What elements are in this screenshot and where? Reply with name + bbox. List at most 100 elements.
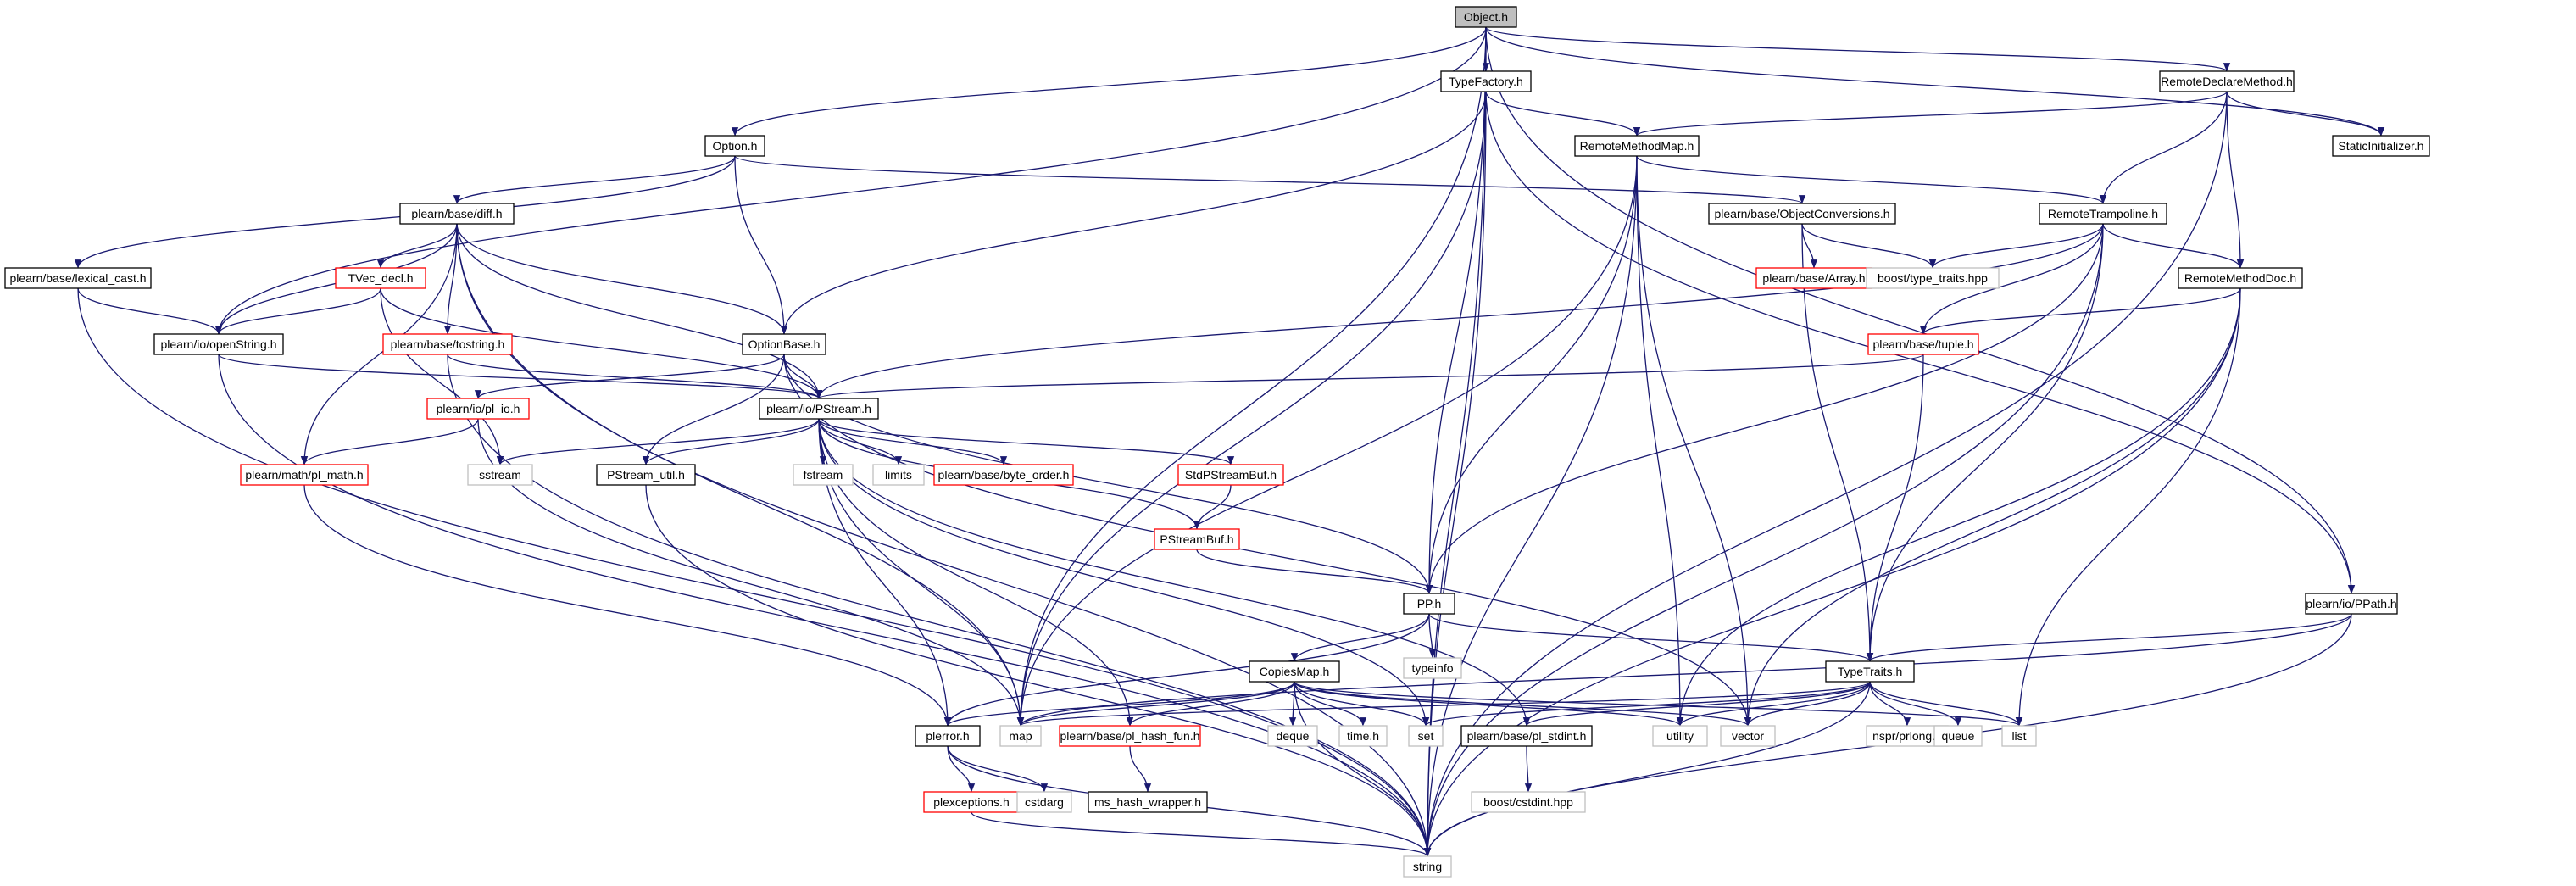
node-label: nspr/prlong.h: [1872, 729, 1942, 743]
node-copiesmap-h[interactable]: CopiesMap.h: [1249, 660, 1340, 683]
node-box: [1403, 593, 1455, 615]
node-byte-order-h[interactable]: plearn/base/byte_order.h: [933, 464, 1074, 486]
node-label: utility: [1666, 729, 1694, 743]
node-cstdarg: cstdarg: [1016, 791, 1072, 813]
node-pstreambuf-h[interactable]: PStreamBuf.h: [1154, 528, 1240, 550]
node-array-h[interactable]: plearn/base/Array.h: [1755, 267, 1872, 289]
node-fstream: fstream: [793, 464, 854, 486]
node-type-traits-hpp: boost/type_traits.hpp: [1866, 267, 2000, 289]
node-label: string: [1413, 860, 1442, 873]
node-typetraits-h[interactable]: TypeTraits.h: [1825, 660, 1915, 683]
node-pl-hash-fun-h[interactable]: plearn/base/pl_hash_fun.h: [1059, 725, 1201, 747]
node-ms-hash-wrapper-h[interactable]: ms_hash_wrapper.h: [1088, 791, 1208, 813]
edge-typetraits-h-to-string: [1423, 681, 1871, 857]
node-openstring-h[interactable]: plearn/io/openString.h: [153, 333, 284, 355]
node-label: plearn/base/tuple.h: [1872, 337, 1973, 351]
edge-plerror-h-to-cstdarg: [947, 745, 1049, 793]
node-tostring-h[interactable]: plearn/base/tostring.h: [382, 333, 513, 355]
node-plexceptions-h[interactable]: plexceptions.h: [923, 791, 1020, 813]
edge-typetraits-h-to-pl-stdint-h: [1523, 681, 1871, 727]
node-label: TVec_decl.h: [348, 271, 413, 285]
edge-pstream-h-to-pstream-util-h: [642, 418, 820, 465]
node-label: PP.h: [1417, 597, 1442, 610]
node-optionbase-h[interactable]: OptionBase.h: [742, 333, 826, 355]
node-box: [1403, 657, 1462, 679]
node-label: set: [1418, 729, 1434, 743]
node-box: [872, 464, 925, 486]
node-pl-io-h[interactable]: plearn/io/pl_io.h: [426, 398, 530, 420]
node-label: plearn/base/lexical_cast.h: [9, 271, 146, 285]
node-tvec-decl-h[interactable]: TVec_decl.h: [335, 267, 426, 289]
node-label: plexceptions.h: [933, 795, 1010, 809]
node-remotemethoddoc-h[interactable]: RemoteMethodDoc.h: [2178, 267, 2303, 289]
node-lexical-cast-h[interactable]: plearn/base/lexical_cast.h: [4, 267, 152, 289]
edge-object-h-to-string: [1423, 26, 1487, 857]
node-label: queue: [1942, 729, 1975, 743]
node-ppath-h[interactable]: plearn/io/PPath.h: [2305, 593, 2398, 615]
node-box: [1471, 791, 1586, 813]
node-box: [1460, 725, 1593, 747]
edge-remotemethodmap-h-to-utility: [1636, 155, 1684, 727]
node-plerror-h[interactable]: plerror.h: [915, 725, 981, 747]
edge-remotemethodmap-h-to-string: [1423, 155, 1638, 857]
edge-pstream-h-to-set: [818, 418, 1430, 727]
node-typefactory-h[interactable]: TypeFactory.h: [1440, 70, 1532, 92]
node-label: boost/cstdint.hpp: [1483, 795, 1573, 809]
node-pp-h[interactable]: PP.h: [1403, 593, 1455, 615]
node-staticinitializer-h[interactable]: StaticInitializer.h: [2332, 135, 2430, 157]
node-remotemethodmap-h[interactable]: RemoteMethodMap.h: [1574, 135, 1700, 157]
node-diff-h[interactable]: plearn/base/diff.h: [399, 203, 515, 225]
node-option-h[interactable]: Option.h: [704, 135, 765, 157]
edge-diff-h-to-pstream-h: [456, 223, 823, 399]
edge-remotedeclaremethod-h-to-staticinitializer-h: [2226, 91, 2385, 137]
node-box: [1933, 725, 1983, 747]
node-objectconversions-h[interactable]: plearn/base/ObjectConversions.h: [1708, 203, 1896, 225]
node-map: map: [999, 725, 1042, 747]
edge-remotemethoddoc-h-to-vector: [1744, 287, 2241, 727]
edge-diff-h-to-tostring-h: [443, 223, 458, 335]
node-stdpstreambuf-h[interactable]: StdPStreamBuf.h: [1177, 464, 1284, 486]
edge-pstreambuf-h-to-pp-h: [1196, 549, 1433, 594]
node-object-h[interactable]: Object.h: [1455, 6, 1517, 28]
node-box: [1338, 725, 1388, 747]
node-label: plearn/base/tostring.h: [391, 337, 505, 351]
node-remotedeclaremethod-h[interactable]: RemoteDeclareMethod.h: [2159, 70, 2295, 92]
edge-typetraits-h-to-map: [1017, 681, 1871, 727]
node-tuple-h[interactable]: plearn/base/tuple.h: [1867, 333, 1979, 355]
node-box: [1867, 333, 1979, 355]
edge-plerror-h-to-plexceptions-h: [947, 745, 976, 793]
edge-remotetrampoline-h-to-pstream-h: [815, 223, 2104, 399]
node-box: [1408, 725, 1444, 747]
node-boost-cstdint-hpp: boost/cstdint.hpp: [1471, 791, 1586, 813]
node-list: list: [2001, 725, 2037, 747]
edge-copiesmap-h-to-utility: [1294, 681, 1683, 727]
edge-typetraits-h-to-nspr-prlong-h: [1869, 681, 1911, 727]
edge-objectconversions-h-to-array-h: [1801, 223, 1818, 269]
node-box: [1267, 725, 1318, 747]
node-box: [4, 267, 152, 289]
edge-pl-stdint-h-to-boost-cstdint-hpp: [1524, 745, 1533, 793]
node-label: TypeTraits.h: [1838, 665, 1903, 678]
node-remotetrampoline-h[interactable]: RemoteTrampoline.h: [2039, 203, 2167, 225]
edge-diff-h-to-string: [456, 223, 1432, 857]
node-pstream-util-h[interactable]: PStream_util.h: [596, 464, 696, 486]
node-box: [915, 725, 981, 747]
edge-openstring-h-to-pstream-h: [218, 354, 822, 399]
node-pl-math-h[interactable]: plearn/math/pl_math.h: [240, 464, 369, 486]
edge-diff-h-to-tvec-decl-h: [376, 223, 458, 269]
edge-typefactory-h-to-map: [1016, 91, 1487, 727]
edge-openstring-h-to-string: [218, 354, 1432, 857]
node-pl-stdint-h[interactable]: plearn/base/pl_stdint.h: [1460, 725, 1593, 747]
node-label: vector: [1732, 729, 1764, 743]
node-box: [1249, 660, 1340, 683]
edge-remotetrampoline-h-to-pp-h: [1425, 223, 2104, 594]
node-box: [1059, 725, 1201, 747]
node-box: [1652, 725, 1708, 747]
edge-stdpstreambuf-h-to-pstreambuf-h: [1193, 484, 1232, 530]
edge-pp-h-to-copiesmap-h: [1290, 613, 1430, 662]
node-label: deque: [1277, 729, 1310, 743]
node-pstream-h[interactable]: plearn/io/PStream.h: [759, 398, 879, 420]
edge-copiesmap-h-to-vector: [1294, 681, 1751, 727]
node-box: [467, 464, 533, 486]
node-label: plearn/base/pl_hash_fun.h: [1060, 729, 1199, 743]
